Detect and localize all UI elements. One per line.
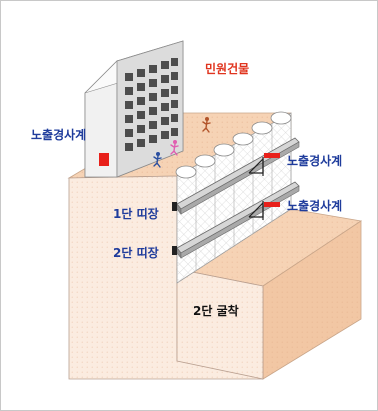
exposure-label-upper: 노출경사계 (287, 153, 342, 168)
pile-top (251, 121, 273, 135)
pile-top (270, 111, 292, 125)
building-sensor-marker (99, 153, 109, 166)
wale-1-bracket (172, 202, 177, 211)
excavation-label: 2단 굴착 (193, 303, 239, 318)
sensor-marker (264, 202, 280, 207)
pile-top (213, 143, 235, 157)
wale-2-bracket (172, 246, 177, 255)
pile-top (175, 165, 197, 179)
sensor-marker (264, 153, 280, 158)
building-label: 민원건물 (205, 61, 249, 76)
pedestrian-icon (153, 152, 162, 168)
pile-top (232, 132, 254, 146)
pile-top (194, 154, 216, 168)
exposure-label-left: 노출경사계 (31, 127, 86, 142)
wale-1-label: 1단 띠장 (113, 206, 159, 221)
civil-complaint-building (84, 40, 184, 178)
pedestrian-icon (170, 140, 179, 156)
wale-2-label: 2단 띠장 (113, 245, 159, 260)
pedestrian-icon (202, 117, 211, 133)
exposure-sensor-lower (248, 201, 280, 220)
exposure-label-lower: 노출경사계 (287, 198, 342, 213)
exposure-sensor-upper (248, 153, 280, 176)
